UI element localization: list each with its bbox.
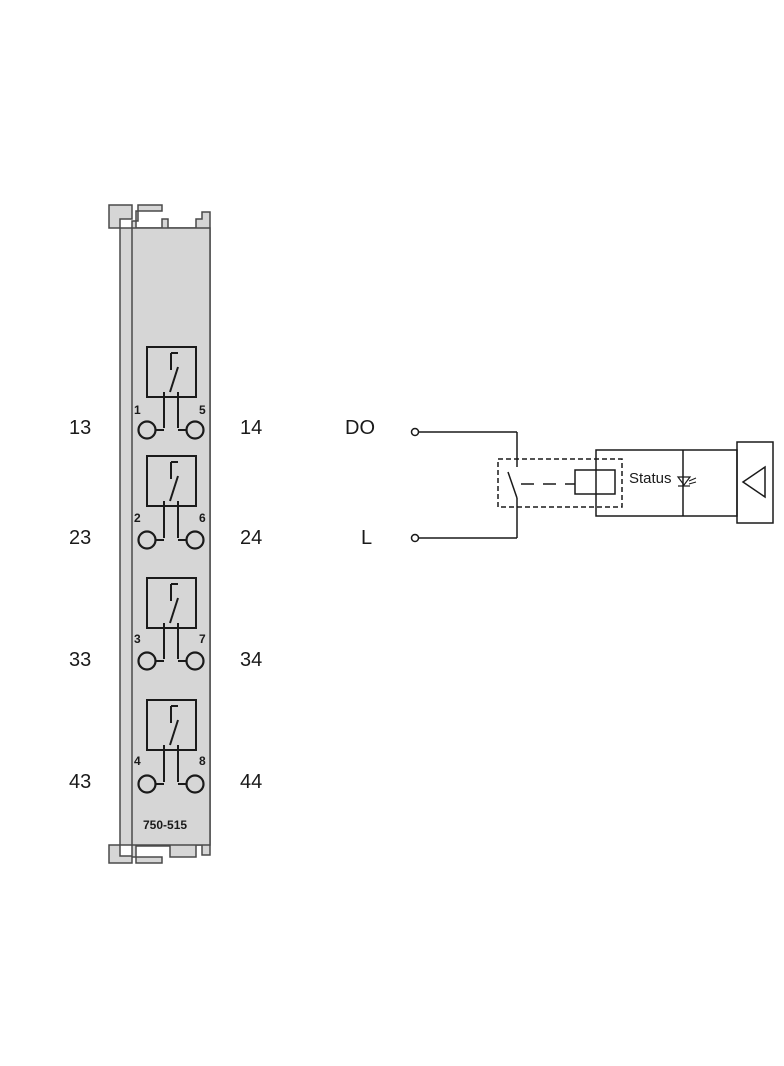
relay-channel bbox=[137, 699, 205, 794]
relay-box bbox=[146, 699, 197, 751]
do-label: DO bbox=[345, 417, 375, 439]
pin-label-left: 4 bbox=[134, 754, 141, 768]
relay-box bbox=[146, 577, 197, 629]
status-label: Status bbox=[629, 470, 672, 487]
relay-channel bbox=[137, 455, 205, 550]
pin-label-right: 7 bbox=[199, 632, 206, 646]
led-icon bbox=[676, 476, 697, 487]
relay-contact-switch bbox=[507, 471, 518, 499]
relay-dashed-enclosure bbox=[497, 458, 623, 508]
channel-left-label: 23 bbox=[69, 527, 91, 549]
channel-right-label: 14 bbox=[240, 417, 262, 439]
pin-label-left: 2 bbox=[134, 511, 141, 525]
channel-right-label: 34 bbox=[240, 649, 262, 671]
relay-box bbox=[146, 455, 197, 507]
relay-box bbox=[146, 346, 197, 398]
pin-label-right: 6 bbox=[199, 511, 206, 525]
relay-coil bbox=[574, 469, 616, 495]
relay-channel bbox=[137, 346, 205, 440]
channel-right-label: 24 bbox=[240, 527, 262, 549]
module-model-label: 750-515 bbox=[143, 818, 187, 832]
l-label: L bbox=[361, 527, 372, 549]
channel-left-label: 33 bbox=[69, 649, 91, 671]
do-terminal bbox=[410, 427, 420, 437]
channel-left-label: 13 bbox=[69, 417, 91, 439]
pin-label-right: 8 bbox=[199, 754, 206, 768]
pin-label-left: 3 bbox=[134, 632, 141, 646]
amplifier-box bbox=[736, 441, 774, 524]
channel-left-label: 43 bbox=[69, 771, 91, 793]
pin-label-right: 5 bbox=[199, 403, 206, 417]
l-terminal bbox=[410, 533, 420, 543]
relay-channel bbox=[137, 577, 205, 671]
amplifier-triangle-icon bbox=[741, 465, 766, 499]
channel-right-label: 44 bbox=[240, 771, 262, 793]
module-face bbox=[131, 227, 211, 846]
pin-label-left: 1 bbox=[134, 403, 141, 417]
